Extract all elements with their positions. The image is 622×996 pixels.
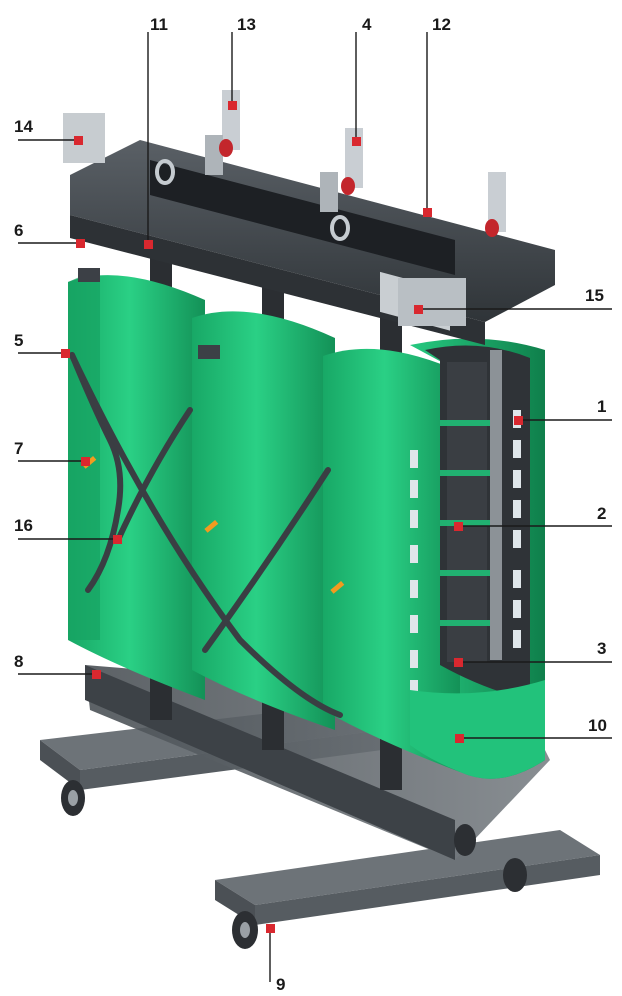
callout-label: 11: [150, 15, 168, 34]
callout-dots: [61, 101, 523, 933]
top-frame: [70, 140, 555, 345]
wheel-icon: [61, 780, 527, 949]
callout-lines: [18, 32, 612, 982]
callout-label: 9: [276, 975, 286, 994]
callout-label: 13: [237, 15, 256, 34]
callout-label: 4: [362, 15, 372, 34]
callout-label: 15: [585, 286, 604, 305]
terminal-bracket: [63, 113, 105, 163]
rating-plate: [398, 278, 466, 326]
coil-middle: [192, 311, 335, 730]
callout-label: 3: [597, 639, 607, 658]
callout-label: 6: [14, 221, 24, 240]
callout-label: 7: [14, 439, 24, 458]
callout-label: 10: [588, 716, 607, 735]
callout-label: 16: [14, 516, 33, 535]
insulator-icon: [219, 139, 499, 237]
hv-terminals: [205, 90, 506, 232]
callout-label: 12: [432, 15, 451, 34]
lifting-eye-icon: [155, 159, 350, 241]
callout-label: 5: [14, 331, 24, 350]
delta-cables: [69, 352, 343, 718]
callout-label: 2: [597, 504, 607, 523]
coil-right-cutaway: [323, 338, 545, 779]
callout-label: 1: [597, 397, 607, 416]
callout-label: 14: [14, 117, 33, 136]
callout-label: 8: [14, 652, 24, 671]
